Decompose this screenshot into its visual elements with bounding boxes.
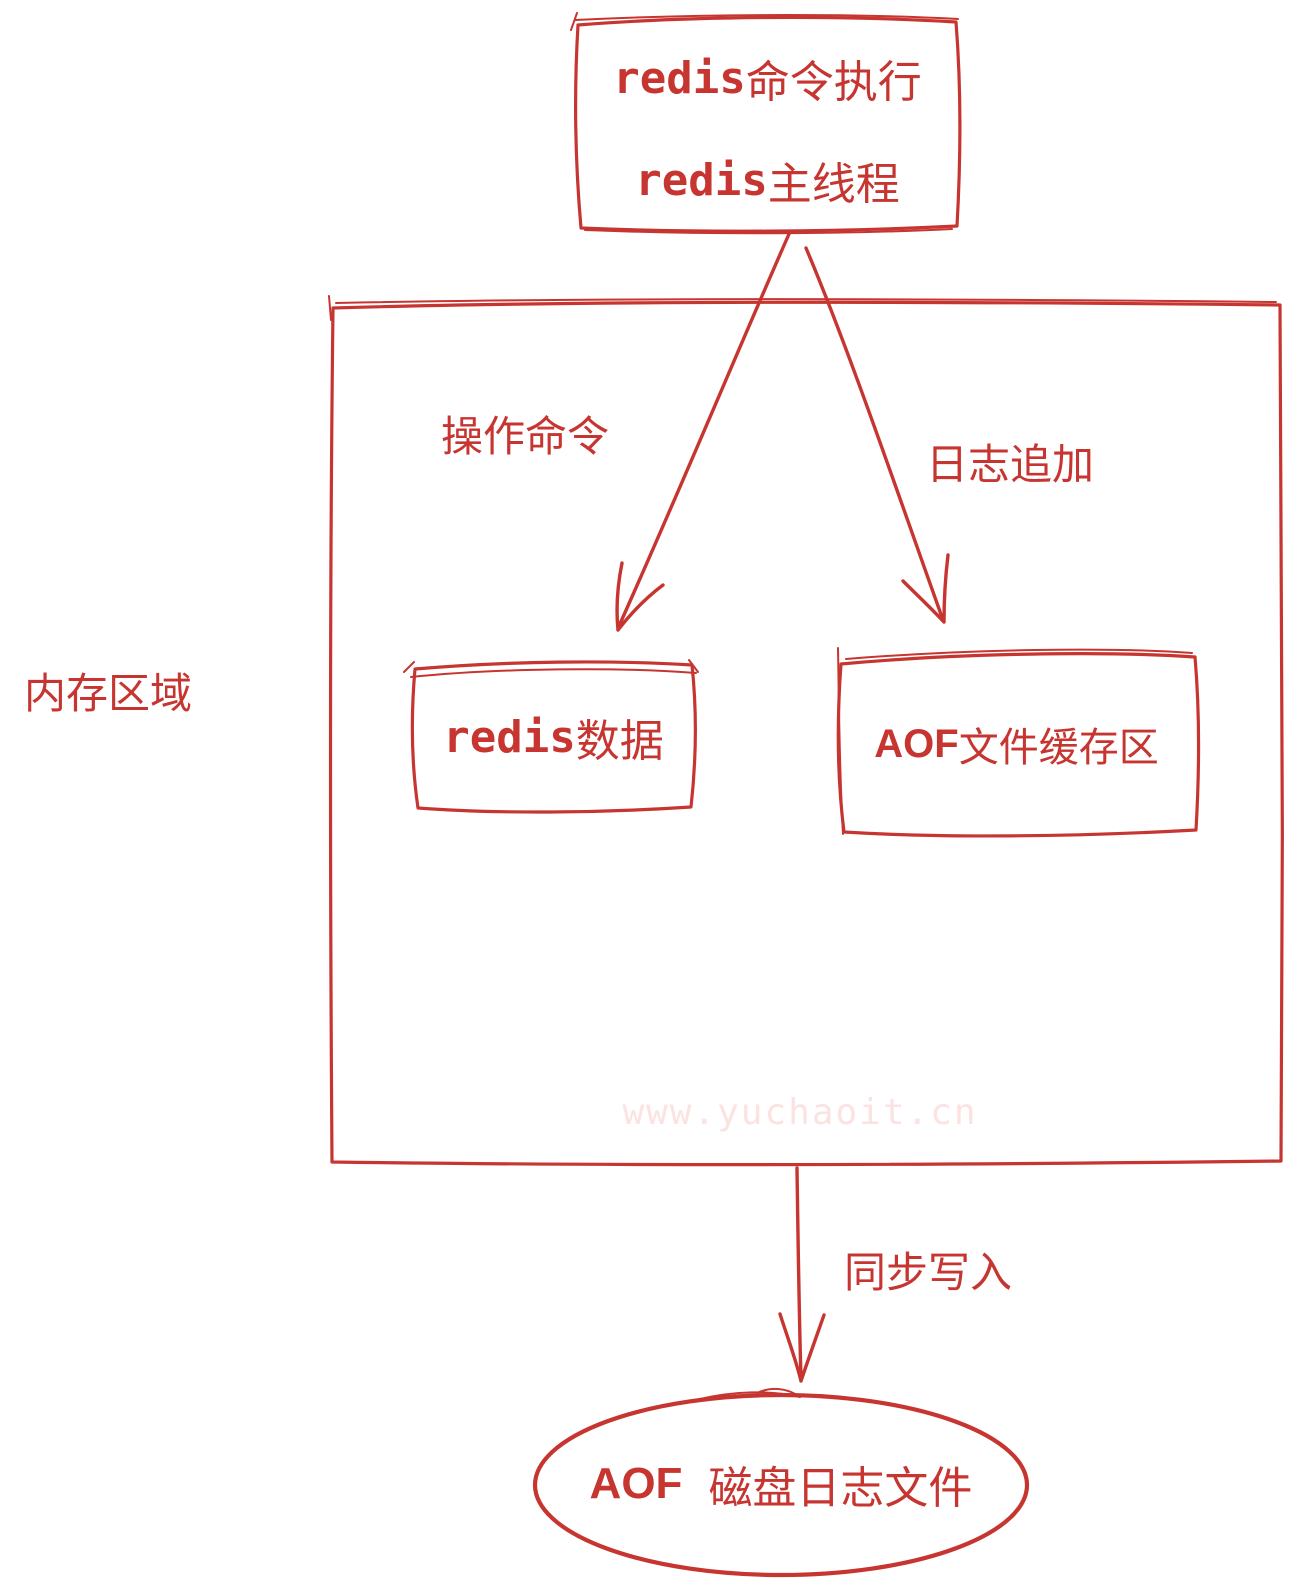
memory-box-border-sketch — [328, 295, 1277, 321]
redis-data-box-border — [410, 660, 697, 814]
watermark-text: www.yuchaoit.cn — [622, 1091, 978, 1133]
arrow-sync-write — [795, 1166, 803, 1381]
redis-data-latin: redis — [443, 711, 576, 763]
aof-disk-ellipse — [532, 1392, 1030, 1578]
arrow-label-log-append: 日志追加 — [925, 440, 1094, 488]
memory-region-label: 内存区域 — [24, 669, 193, 717]
aof-disk-ellipse-sketch — [699, 1387, 801, 1400]
arrow-log-append-head — [901, 553, 950, 624]
top-box-line2-cjk: 主线程 — [767, 160, 900, 209]
aof-disk-ellipse-label: AOF 磁盘日志文件 — [535, 1438, 1027, 1530]
arrow-operate-command — [617, 232, 791, 628]
arrow-operate-command-head — [615, 561, 665, 632]
aof-disk-cjk: 磁盘日志文件 — [708, 1464, 973, 1513]
aof-buffer-latin: AOF — [874, 721, 959, 766]
top-box-border — [574, 15, 962, 233]
aof-buffer-box-border-sketch — [837, 647, 1193, 835]
top-box-line1-latin: redis — [613, 52, 746, 104]
memory-box-border — [329, 300, 1284, 1167]
top-box-line1-cjk: 命令执行 — [745, 58, 922, 107]
arrow-label-sync-write: 同步写入 — [843, 1248, 1012, 1296]
redis-data-box-border-sketch — [403, 659, 699, 678]
arrow-log-append — [804, 246, 945, 622]
redis-data-cjk: 数据 — [575, 717, 664, 766]
top-box-line2-latin: redis — [635, 154, 768, 206]
aof-disk-latin: AOF — [589, 1459, 683, 1508]
arrow-sync-write-head — [778, 1312, 826, 1383]
aof-buffer-cjk: 文件缓存区 — [958, 726, 1159, 770]
top-box-border-sketch — [570, 12, 959, 235]
arrow-label-operate-command: 操作命令 — [440, 412, 609, 460]
